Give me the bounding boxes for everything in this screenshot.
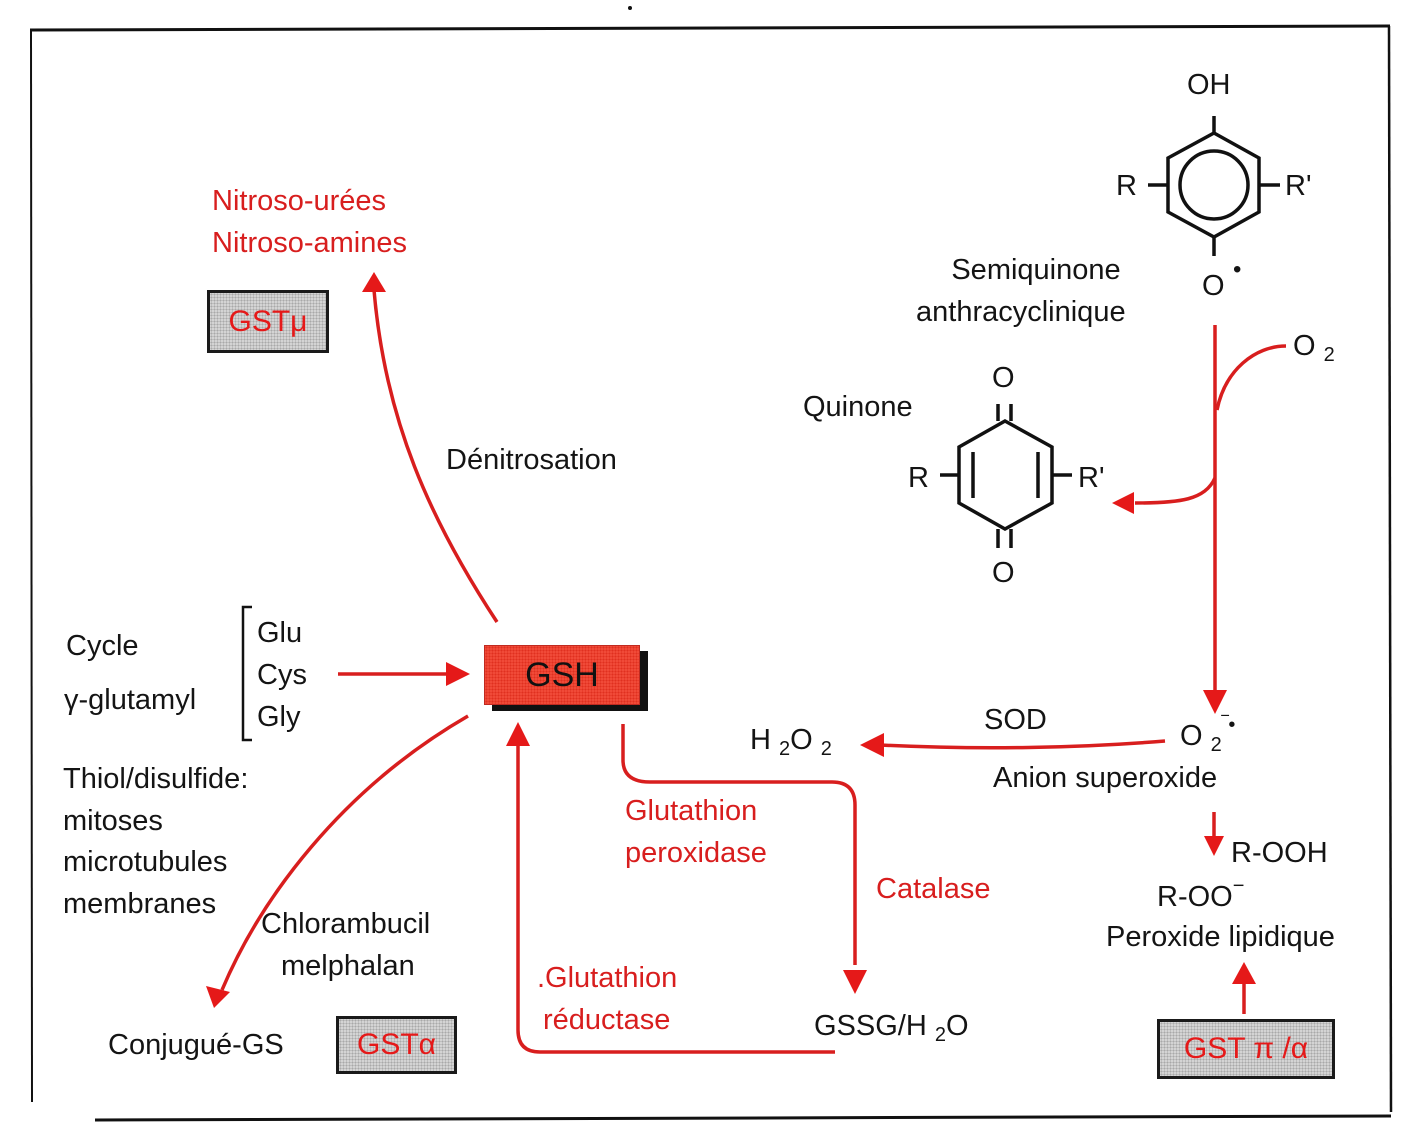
label-quinone-o-bottom: O xyxy=(992,557,1015,589)
arrowhead-reductase xyxy=(506,722,530,746)
label-r-ooh: R-OOH xyxy=(1231,837,1328,869)
arrowhead-gsh-input xyxy=(446,662,470,686)
roo-text: R-OO xyxy=(1157,881,1233,913)
label-nitroso-amines: Nitroso-amines xyxy=(212,227,407,259)
label-cys: Cys xyxy=(257,659,307,691)
h2o2-sub2: 2 xyxy=(820,738,832,760)
label-mitoses: mitoses xyxy=(63,805,163,837)
superoxide-sub: 2 xyxy=(1210,734,1222,756)
label-anion-superoxide: Anion superoxide xyxy=(993,762,1218,794)
label-nitroso-urees: Nitroso-urées xyxy=(212,185,387,217)
arrowheads xyxy=(206,272,1256,1008)
enzyme-box-gst-alpha: GSTα xyxy=(336,1016,457,1074)
label-microtubules: microtubules xyxy=(63,846,228,878)
label-conjugue-gs: Conjugué-GS xyxy=(108,1029,284,1061)
o2-o: O xyxy=(1293,330,1316,362)
label-superoxide-formula: O 2‾• xyxy=(1180,715,1235,756)
semiquinone-structure xyxy=(1148,116,1280,256)
arrowhead-peroxidase xyxy=(843,970,867,994)
label-gamma-glutamyl: γ-glutamyl xyxy=(64,684,197,716)
arrow-conjugation xyxy=(220,714,469,991)
gsh-node: GSH xyxy=(484,645,640,705)
label-denitrosation: Dénitrosation xyxy=(446,444,617,476)
label-oh: OH xyxy=(1187,69,1231,101)
arrowhead-superoxide xyxy=(1203,690,1227,714)
label-semiquinone: Semiquinone xyxy=(951,254,1121,286)
label-peroxide-lipidique: Peroxide lipidique xyxy=(1106,921,1335,953)
arrowhead-rooh xyxy=(1204,836,1224,856)
arrow-denitrosation xyxy=(372,289,499,623)
h2o2-o: O xyxy=(790,724,813,756)
radical-dot: • xyxy=(1233,256,1242,283)
gssg-text: GSSG/H xyxy=(814,1010,927,1042)
o2-sub: 2 xyxy=(1323,344,1335,366)
amino-acid-bracket xyxy=(241,605,252,742)
arrowhead-quinone xyxy=(1112,492,1134,514)
label-glutathion-peroxidase-2: peroxidase xyxy=(625,837,767,869)
label-glutathion-peroxidase-1: Glutathion xyxy=(625,795,758,827)
enzyme-box-gst-mu: GSTμ xyxy=(207,290,329,353)
label-glutathion-reductase-2: réductase xyxy=(543,1004,671,1036)
label-gssg-h2o: GSSG/H 2O xyxy=(814,1010,969,1046)
label-semiquinone-r: R xyxy=(1116,170,1137,202)
label-h2o2: H 2O 2 xyxy=(750,724,832,760)
label-o2: O 2 xyxy=(1293,330,1335,366)
figure-frame xyxy=(29,24,1393,1122)
arrowhead-sod xyxy=(860,733,884,757)
arrowhead-nitroso xyxy=(362,272,386,292)
label-glu: Glu xyxy=(257,617,303,649)
gssg-suffix: O xyxy=(946,1010,969,1042)
arrow-to-quinone xyxy=(1134,477,1217,505)
h2o2-sub1: 2 xyxy=(779,738,791,760)
label-chlorambucil: Chlorambucil xyxy=(261,908,431,940)
h2o2-h: H xyxy=(750,724,771,756)
label-membranes: membranes xyxy=(63,888,217,920)
label-sod: SOD xyxy=(984,704,1047,736)
label-quinone-o-top: O xyxy=(992,362,1015,394)
arrow-glutathion-peroxidase xyxy=(621,724,857,965)
label-r-oo: R-OO− xyxy=(1157,876,1244,913)
enzyme-box-gst-pi-alpha: GST π /α xyxy=(1157,1019,1335,1079)
roo-charge: − xyxy=(1232,875,1245,897)
stray-dot xyxy=(628,6,632,10)
label-quinone-r-prime: R' xyxy=(1078,462,1105,494)
label-quinone: Quinone xyxy=(803,391,913,423)
gssg-subscript: 2 xyxy=(934,1024,946,1046)
quinone-structure xyxy=(940,404,1072,548)
arrow-sod xyxy=(879,739,1166,750)
label-anthracyclinique: anthracyclinique xyxy=(916,296,1126,328)
arrowhead-peroxide xyxy=(1232,962,1256,984)
label-o-radical: O xyxy=(1202,270,1225,302)
arrowhead-conjugate xyxy=(206,986,230,1008)
label-glutathion-reductase-1: .Glutathion xyxy=(537,962,678,994)
label-gly: Gly xyxy=(257,701,301,733)
superoxide-charge: ‾• xyxy=(1221,714,1236,736)
superoxide-o: O xyxy=(1180,720,1203,752)
label-quinone-r: R xyxy=(908,462,929,494)
arrow-glutathion-reductase xyxy=(516,746,835,1054)
arrow-o2-input xyxy=(1215,344,1287,411)
label-semiquinone-r-prime: R' xyxy=(1285,170,1312,202)
label-catalase: Catalase xyxy=(876,873,991,905)
label-cycle: Cycle xyxy=(66,630,139,662)
label-melphalan: melphalan xyxy=(281,950,415,982)
label-thiol-disulfide: Thiol/disulfide: xyxy=(63,763,249,795)
